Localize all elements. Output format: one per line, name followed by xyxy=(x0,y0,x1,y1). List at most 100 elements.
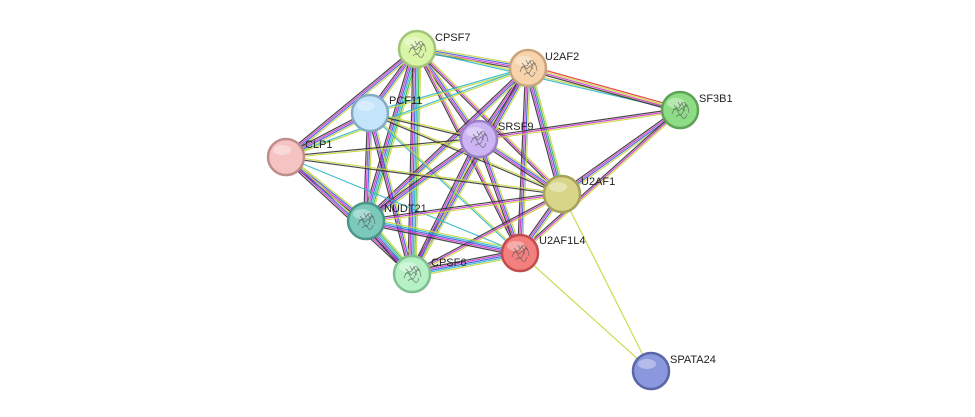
node-circle[interactable] xyxy=(350,93,390,133)
edge-strand-blue xyxy=(370,112,414,274)
node-label: NUDT21 xyxy=(384,203,427,215)
edge-strand-black xyxy=(285,157,562,196)
edge-strand-blue xyxy=(479,138,522,253)
node-circle[interactable] xyxy=(266,137,306,177)
edge-sf3b1-u2af1l4[interactable] xyxy=(518,108,682,255)
node-nudt21[interactable]: NUDT21 xyxy=(346,201,427,241)
edge-strand-yellow xyxy=(415,49,422,275)
node-label: SRSF9 xyxy=(498,121,533,133)
edge-u2af2-clp1[interactable] xyxy=(285,66,529,159)
node-u2af1l4[interactable]: U2AF1L4 xyxy=(500,233,585,273)
edges-layer xyxy=(283,46,682,372)
edge-strand-yellow xyxy=(413,68,531,276)
protein-structure-icon xyxy=(403,265,422,283)
edge-strand-yellow xyxy=(521,68,531,254)
node-label: CPSF6 xyxy=(431,257,466,269)
edge-srsf9-u2af1l4[interactable] xyxy=(476,137,523,255)
edge-strand-magenta xyxy=(478,109,681,140)
protein-structure-icon xyxy=(519,59,538,77)
node-cpsf6[interactable]: CPSF6 xyxy=(392,254,466,294)
edge-clp1-u2af1[interactable] xyxy=(285,155,563,196)
edge-strand-black xyxy=(478,107,680,139)
node-pcf11[interactable]: PCF11 xyxy=(350,93,422,133)
node-u2af1[interactable]: U2AF1 xyxy=(542,174,615,214)
edge-strand-magenta xyxy=(477,139,520,254)
edge-strand-black xyxy=(365,191,562,221)
node-highlight xyxy=(273,145,291,155)
node-label: U2AF2 xyxy=(545,51,579,63)
node-u2af2[interactable]: U2AF2 xyxy=(508,48,579,88)
node-highlight xyxy=(357,101,375,111)
edge-u2af1-spata24[interactable] xyxy=(561,193,652,372)
edge-strand-black xyxy=(284,46,416,156)
node-label: SPATA24 xyxy=(670,354,716,366)
protein-structure-icon xyxy=(511,244,530,262)
edge-strand-green xyxy=(413,49,420,275)
node-clp1[interactable]: CLP1 xyxy=(266,137,333,177)
node-label: U2AF1L4 xyxy=(539,235,585,247)
edge-strand-yellow xyxy=(370,111,521,253)
edge-strand-yellow xyxy=(286,139,480,159)
edge-strand-blue xyxy=(364,48,417,221)
edge-nudt21-u2af1l4[interactable] xyxy=(365,217,521,257)
edge-strand-blue xyxy=(286,49,418,159)
edge-srsf9-nudt21[interactable] xyxy=(364,136,481,224)
edge-strand-black xyxy=(369,113,562,196)
edge-strand-yellow xyxy=(528,66,681,110)
edge-strand-yellow xyxy=(286,155,563,194)
node-label: PCF11 xyxy=(389,95,422,107)
edge-u2af1-nudt21[interactable] xyxy=(365,191,563,224)
edge-strand-black xyxy=(285,137,479,157)
edge-srsf9-clp1[interactable] xyxy=(285,137,480,159)
edge-strand-yellow xyxy=(366,217,521,251)
node-highlight xyxy=(549,182,567,192)
node-circle[interactable] xyxy=(542,174,582,214)
edge-strand-black xyxy=(365,223,520,257)
edge-strand-yellow xyxy=(367,140,481,224)
edge-strand-black xyxy=(527,69,680,113)
edge-u2af1-cpsf6[interactable] xyxy=(410,192,564,276)
edge-strand-yellow xyxy=(412,194,564,276)
edge-sf3b1-u2af1[interactable] xyxy=(560,107,682,197)
edge-strand-blue xyxy=(412,139,481,275)
edge-pcf11-cpsf6[interactable] xyxy=(367,112,415,275)
protein-structure-icon xyxy=(671,101,690,119)
edge-strand-red xyxy=(528,65,681,109)
edge-sf3b1-srsf9[interactable] xyxy=(478,107,681,142)
edge-strand-magenta xyxy=(527,68,680,112)
edge-strand-magenta xyxy=(561,108,680,194)
edge-strand-blue xyxy=(366,139,480,223)
edge-strand-cyan xyxy=(369,66,528,113)
protein-structure-icon xyxy=(357,212,376,230)
edge-strand-magenta xyxy=(365,221,520,256)
edge-strand-yellow xyxy=(479,110,681,142)
edge-strand-yellow xyxy=(371,112,415,274)
edge-strand-magenta xyxy=(519,109,681,254)
edge-strand-magenta xyxy=(285,47,417,157)
edge-strand-black xyxy=(476,139,519,255)
node-label: CPSF7 xyxy=(435,32,470,44)
edge-strand-magenta xyxy=(518,67,528,253)
edge-strand-blue xyxy=(410,48,417,274)
edge-strand-blue xyxy=(365,220,521,254)
protein-structure-icon xyxy=(408,40,427,58)
node-sf3b1[interactable]: SF3B1 xyxy=(660,90,733,130)
edge-u2af2-sf3b1[interactable] xyxy=(527,65,681,113)
node-label: CLP1 xyxy=(305,139,333,151)
node-srsf9[interactable]: SRSF9 xyxy=(459,119,533,159)
edge-u2af2-u2af1l4[interactable] xyxy=(517,67,531,254)
edge-strand-yellow xyxy=(561,193,652,372)
node-cpsf7[interactable]: CPSF7 xyxy=(397,29,470,69)
edge-strand-black xyxy=(409,137,478,274)
edge-strand-magenta xyxy=(365,137,479,221)
edge-strand-yellow xyxy=(480,137,523,253)
edge-strand-magenta xyxy=(410,138,479,274)
edge-cpsf7-cpsf6[interactable] xyxy=(407,48,422,275)
edge-strand-black xyxy=(560,107,679,193)
edge-strand-black xyxy=(517,67,527,253)
edge-strand-cyan xyxy=(412,49,419,275)
node-spata24[interactable]: SPATA24 xyxy=(631,351,716,391)
edge-u2af1l4-spata24[interactable] xyxy=(519,252,652,372)
node-circle[interactable] xyxy=(631,351,671,391)
